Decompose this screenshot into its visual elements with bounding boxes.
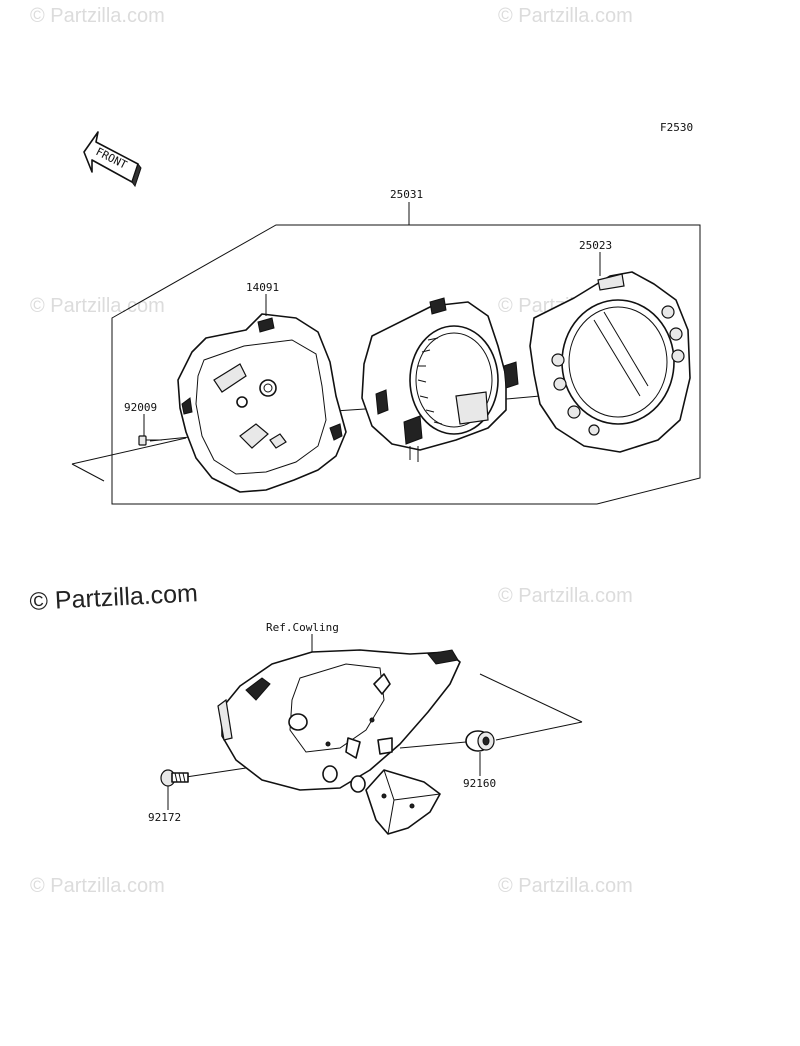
main-watermark: © Partzilla.com bbox=[29, 579, 199, 616]
front-arrow-icon: FRONT bbox=[83, 131, 142, 188]
bolt-part bbox=[160, 767, 247, 810]
label-25031: 25031 bbox=[390, 188, 423, 201]
watermark: © Partzilla.com bbox=[498, 5, 633, 27]
watermark: © Partzilla.com bbox=[30, 875, 165, 897]
label-92009: 92009 bbox=[124, 401, 157, 414]
cowling-part bbox=[217, 649, 461, 835]
meter-cover-part bbox=[529, 271, 691, 453]
watermark: © Partzilla.com bbox=[30, 295, 165, 317]
watermark: © Partzilla.com bbox=[30, 5, 165, 27]
diagram-code: F2530 bbox=[660, 121, 693, 134]
label-92172: 92172 bbox=[148, 811, 181, 824]
label-ref-cowling: Ref.Cowling bbox=[266, 621, 339, 634]
label-25023: 25023 bbox=[579, 239, 612, 252]
label-92160: 92160 bbox=[463, 777, 496, 790]
assembly-outline bbox=[111, 202, 701, 505]
meter-unit-part bbox=[361, 297, 519, 462]
label-14091: 14091 bbox=[246, 281, 279, 294]
meter-case-part bbox=[177, 313, 347, 493]
damper-part bbox=[399, 673, 583, 776]
watermark: © Partzilla.com bbox=[498, 875, 633, 897]
watermark: © Partzilla.com bbox=[498, 585, 633, 607]
screw-part bbox=[138, 414, 162, 446]
